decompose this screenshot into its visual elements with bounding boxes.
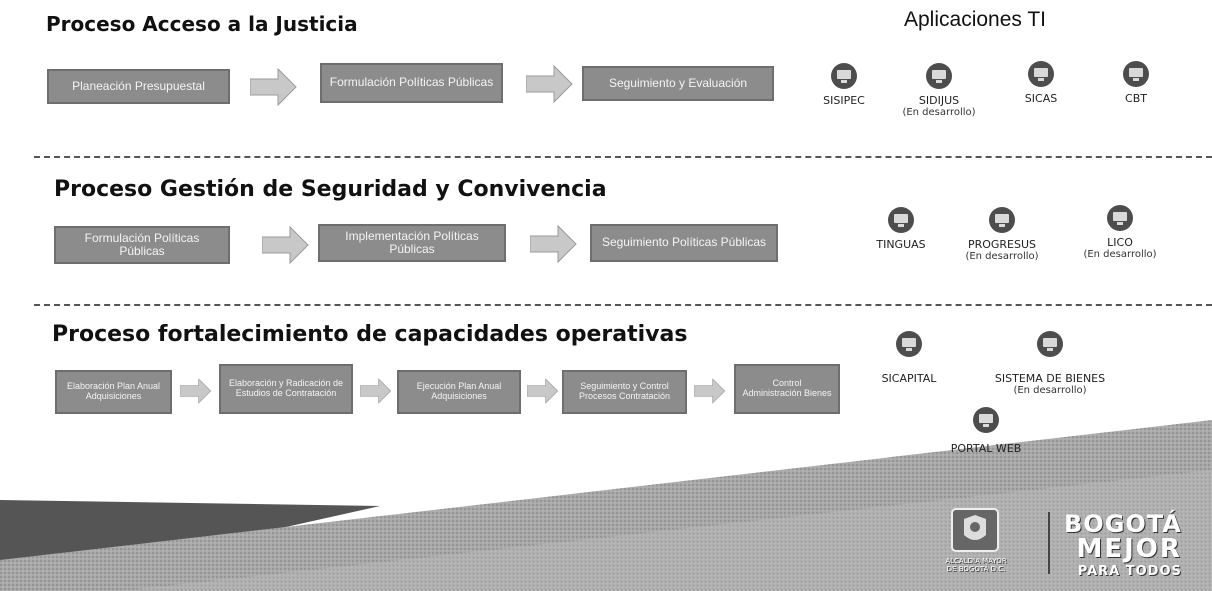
arrow-icon: [360, 376, 392, 406]
logo-separator: [1048, 512, 1050, 574]
process-step: Elaboración Plan Anual Adquisiciones: [55, 370, 172, 414]
monitor-icon: [888, 207, 914, 233]
process-step: Seguimiento Políticas Públicas: [590, 224, 778, 262]
section-title-seguridad-convivencia: Proceso Gestión de Seguridad y Convivenc…: [54, 177, 607, 202]
arrow-icon: [526, 64, 574, 104]
crest-label-line2: DE BOGOTÁ D.C.: [946, 564, 1006, 573]
section-title-acceso-justicia: Proceso Acceso a la Justicia: [46, 12, 358, 36]
app-sisipec: SISIPEC: [816, 62, 872, 107]
monitor-icon: [896, 331, 922, 357]
process-step: Implementación Políticas Públicas: [318, 224, 506, 262]
monitor-icon: [926, 63, 952, 89]
monitor-icon: [973, 407, 999, 433]
app-cbt: CBT: [1114, 60, 1158, 105]
app-sicas: SICAS: [1016, 60, 1066, 105]
arrow-icon: [250, 67, 298, 107]
apps-title: Aplicaciones TI: [904, 8, 1047, 31]
process-step: Seguimiento y Control Procesos Contratac…: [562, 370, 687, 414]
process-step: Formulación Políticas Públicas: [320, 63, 503, 103]
monitor-icon: [1107, 205, 1133, 231]
crest-label-line1: ALCALDÍA MAYOR: [945, 557, 1007, 565]
process-step: Seguimiento y Evaluación: [582, 66, 774, 101]
app-sistema-de-bienes: SISTEMA DE BIENES (En desarrollo): [980, 330, 1120, 396]
brand-line1: BOGOTÁ: [1064, 510, 1182, 538]
monitor-icon: [1123, 61, 1149, 87]
arrow-icon: [527, 376, 559, 406]
process-step: Control Administración Bienes: [734, 364, 840, 414]
monitor-icon: [831, 63, 857, 89]
monitor-icon: [989, 207, 1015, 233]
brand-line3: PARA TODOS: [1077, 564, 1182, 579]
app-progresus: PROGRESUS (En desarrollo): [956, 206, 1048, 262]
process-step: Ejecución Plan Anual Adquisiciones: [397, 370, 521, 414]
arrow-icon: [262, 225, 310, 265]
city-crest-icon: [951, 508, 999, 552]
process-step: Elaboración y Radicación de Estudios de …: [219, 364, 353, 414]
arrow-icon: [694, 376, 726, 406]
process-step: Formulación Políticas Públicas: [54, 226, 230, 264]
section-divider: [34, 304, 1212, 306]
arrow-icon: [180, 376, 212, 406]
process-step: Planeación Presupuestal: [47, 69, 230, 104]
app-sidijus: SIDIJUS (En desarrollo): [894, 62, 984, 118]
app-lico: LICO (En desarrollo): [1068, 204, 1172, 260]
app-sicapital: SICAPITAL: [864, 330, 954, 385]
arrow-icon: [530, 224, 578, 264]
brand-line2: MEJOR: [1076, 534, 1182, 564]
section-divider: [34, 156, 1212, 158]
monitor-icon: [1028, 61, 1054, 87]
brand-logo: BOGOTÁ MEJOR PARA TODOS: [1064, 510, 1182, 579]
app-portal-web: PORTAL WEB: [936, 406, 1036, 455]
section-title-capacidades-operativas: Proceso fortalecimiento de capacidades o…: [52, 322, 688, 347]
monitor-icon: [1037, 331, 1063, 357]
app-tinguas: TINGUAS: [870, 206, 932, 251]
crest-label: ALCALDÍA MAYOR DE BOGOTÁ D.C.: [916, 557, 1036, 573]
